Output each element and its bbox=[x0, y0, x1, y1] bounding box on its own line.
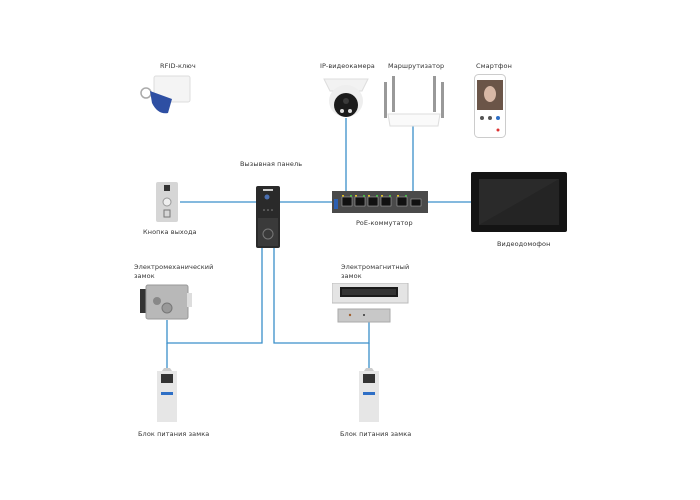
panel-label: Вызывная панель bbox=[240, 160, 303, 168]
power-supply-icon[interactable] bbox=[359, 366, 379, 422]
emlock-label: Электромеханический замок bbox=[134, 263, 214, 280]
poe-switch-icon[interactable] bbox=[332, 191, 428, 213]
phone-label: Смартфон bbox=[476, 62, 512, 70]
exit-button-icon[interactable] bbox=[156, 182, 178, 222]
rfid-label: RFID-ключ bbox=[160, 62, 196, 70]
rfid-keyfob-icon bbox=[138, 73, 198, 118]
video-monitor-icon[interactable] bbox=[471, 172, 567, 232]
psu2-label: Блок питания замка bbox=[340, 430, 412, 438]
dome-camera-icon bbox=[322, 73, 370, 119]
wire-panel-emlock bbox=[166, 247, 263, 344]
exit-label: Кнопка выхода bbox=[143, 228, 197, 236]
router-icon bbox=[378, 74, 450, 128]
door-station-icon[interactable] bbox=[256, 186, 280, 248]
ipcam-label: IP-видеокамера bbox=[320, 62, 375, 70]
power-supply-icon[interactable] bbox=[157, 366, 177, 422]
psu1-label: Блок питания замка bbox=[138, 430, 210, 438]
router-label: Маршрутизатор bbox=[388, 62, 445, 70]
switch-label: PoE-коммутатор bbox=[356, 219, 413, 227]
monitor-label: Видеодомофон bbox=[497, 240, 551, 248]
electromechanical-lock-icon[interactable] bbox=[140, 283, 194, 321]
magnetic-lock-icon[interactable] bbox=[331, 282, 410, 323]
smartphone-icon bbox=[474, 74, 506, 138]
maglock-label: Электромагнитный замок bbox=[341, 263, 410, 280]
wire-panel-maglock bbox=[273, 247, 370, 344]
